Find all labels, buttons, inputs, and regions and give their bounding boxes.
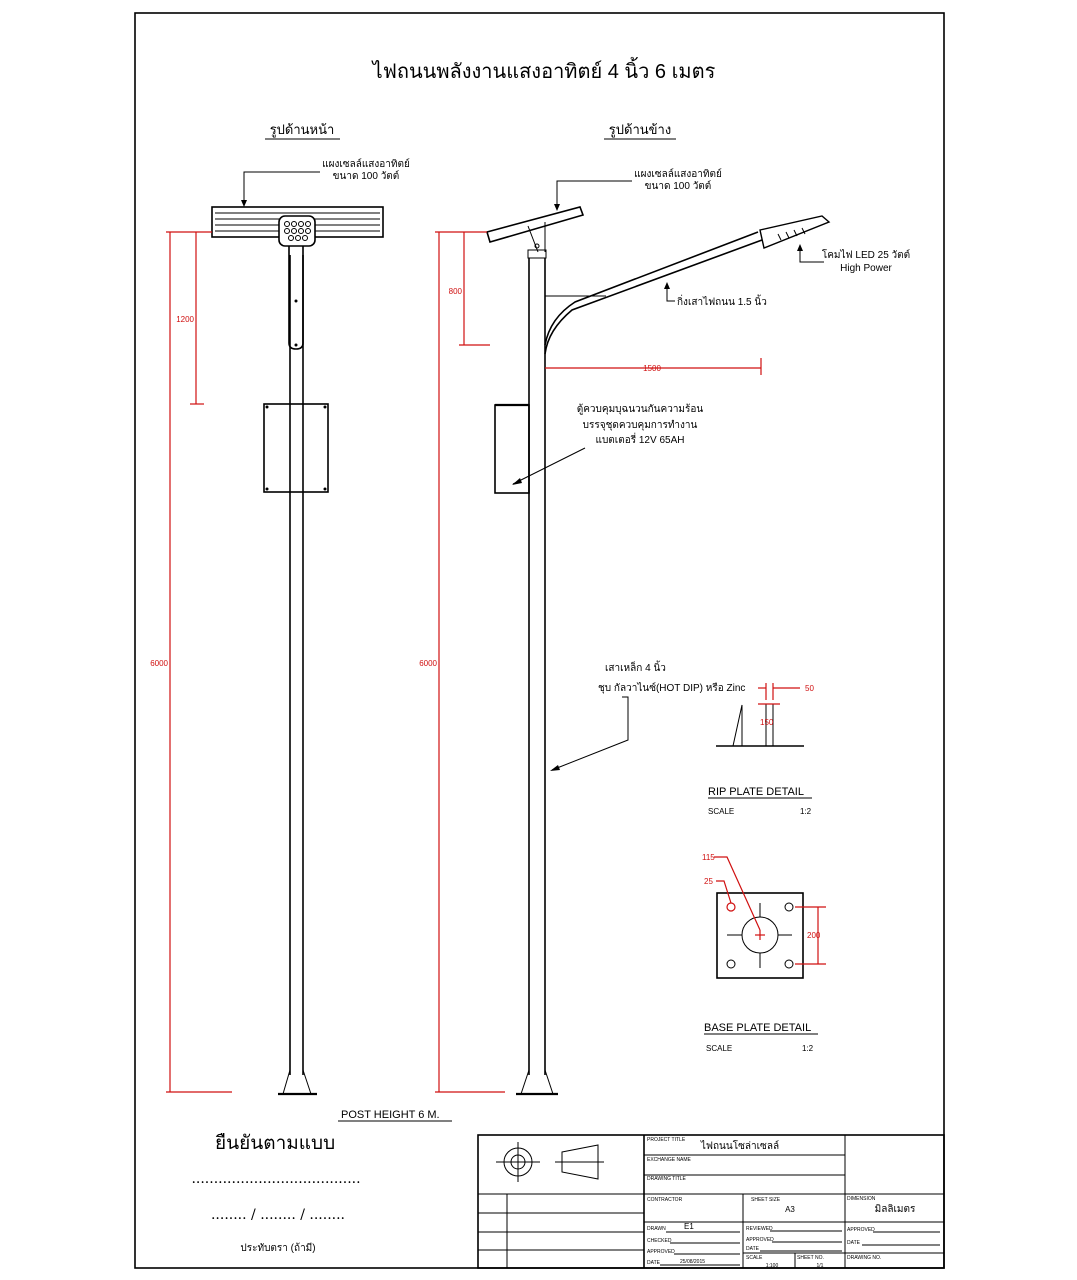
box-label-2: บรรจุชุดควบคุมการทำงาน [583,420,698,431]
side-dim-6000: 6000 [419,659,437,668]
front-panel-leader [243,171,320,206]
confirm-heading: ยืนยันตามแบบ [215,1132,335,1154]
rip-scale-label: SCALE [708,807,734,816]
front-led-lamp [278,215,316,247]
scale-label: SCALE [746,1255,763,1261]
approved3-label: APPROVED [847,1227,875,1233]
contractor-label: CONTRACTOR [647,1197,683,1203]
date-line: ........ / ........ / ........ [211,1207,345,1223]
rip-dim-50: 50 [805,684,814,693]
drawing-title-label: DRAWING TITLE [647,1176,687,1182]
base-dim-25: 25 [704,877,713,886]
confirm-section: ยืนยันตามแบบ ...........................… [191,1132,360,1254]
approved2-label: APPROVED [746,1237,774,1243]
base-dim-115: 115 [702,853,715,862]
base-scale-value: 1:2 [802,1044,814,1053]
side-control-box [494,403,530,494]
lamp-label-2: High Power [840,263,892,274]
base-scale-label: SCALE [706,1044,732,1053]
signature-line: ...................................... [191,1171,360,1187]
date3-label: DATE [847,1240,861,1246]
side-panel-label-2: ขนาด 100 วัตต์ [645,180,712,192]
drawing-border [134,12,945,1269]
sheet-no-value: 1/1 [817,1263,824,1269]
front-view-heading: รูปด้านหน้า [270,122,335,138]
rip-scale-value: 1:2 [800,807,812,816]
front-view: รูปด้านหน้า แผงเซลล์แสงอาทิตย์ ขนาด 100 … [150,122,410,1096]
scale-value: 1:100 [766,1263,779,1269]
drawing-no-label: DRAWING NO. [847,1255,881,1261]
base-plate-detail: 115 25 200 BASE PLATE DETAIL SCALE 1:2 [702,853,826,1053]
stamp-note: ประทับตรา (ถ้ามี) [240,1242,315,1254]
sheet-size-label: SHEET SIZE [751,1197,781,1203]
approved-label: APPROVED [647,1249,675,1255]
date2-label: DATE [746,1246,760,1252]
date-value: 25/08/2015 [680,1259,705,1265]
lamp-label-1: โคมไฟ LED 25 วัตต์ [822,248,910,261]
box-label-3: แบตเตอรี่ 12V 65AH [596,432,685,446]
side-solar-panel [485,206,585,253]
side-panel-label-1: แผงเซลล์แสงอาทิตย์ [634,168,722,180]
drawn-label: DRAWN [647,1226,666,1232]
side-view-heading: รูปด้านข้าง [609,122,671,138]
sheet-no-label: SHEET NO. [797,1255,824,1261]
project-title: ไฟถนนโซล่าเซลล์ [700,1139,779,1152]
rip-plate-detail: 50 150 RIP PLATE DETAIL SCALE 1:2 [708,683,814,816]
sheet-size: A3 [785,1205,795,1214]
dimension-label: DIMENSION [847,1196,876,1202]
side-dim-1500: 1500 [643,364,661,373]
projection-symbol [496,1142,604,1182]
pole-label-1: เสาเหล็ก 4 นิ้ว [605,660,666,674]
side-view: รูปด้านข้าง แผงเซลล์แสงอาทิตย์ ขนาด 100 … [419,122,910,1096]
title-block: PROJECT TITLE ไฟถนนโซล่าเซลล์ EXCHANGE N… [477,1134,945,1269]
box-label-1: ตู้ควบคุมบุฉนวนกันความร้อน [577,403,704,415]
base-dim-200: 200 [807,931,821,940]
front-panel-label-2: ขนาด 100 วัตต์ [333,170,400,182]
date-label: DATE [647,1260,661,1266]
side-arm [544,215,831,355]
dimension-value: มิลลิเมตร [875,1204,916,1215]
exchange-name-label: EXCHANGE NAME [647,1157,692,1163]
front-dim-6000: 6000 [150,659,168,668]
reviewed-label: REVIEWED [746,1226,773,1232]
front-panel-label-1: แผงเซลล์แสงอาทิตย์ [322,158,410,170]
pole-label-2: ชุบ กัลวาไนซ์(HOT DIP) หรือ Zinc [598,682,745,694]
checked-label: CHECKED [647,1238,672,1244]
rip-heading: RIP PLATE DETAIL [708,786,804,798]
rip-dim-150: 150 [760,718,774,727]
front-dim-1200: 1200 [176,315,194,324]
arm-label: กิ่งเสาไฟถนน 1.5 นิ้ว [677,294,767,308]
project-title-label: PROJECT TITLE [647,1137,686,1143]
drawing-title: ไฟถนนพลังงานแสงอาทิตย์ 4 นิ้ว 6 เมตร [371,57,716,83]
post-height: POST HEIGHT 6 M. [341,1109,440,1121]
base-heading: BASE PLATE DETAIL [704,1022,811,1034]
drawn-value: E1 [684,1222,694,1231]
front-control-box [263,403,329,493]
side-dim-800: 800 [449,287,463,296]
